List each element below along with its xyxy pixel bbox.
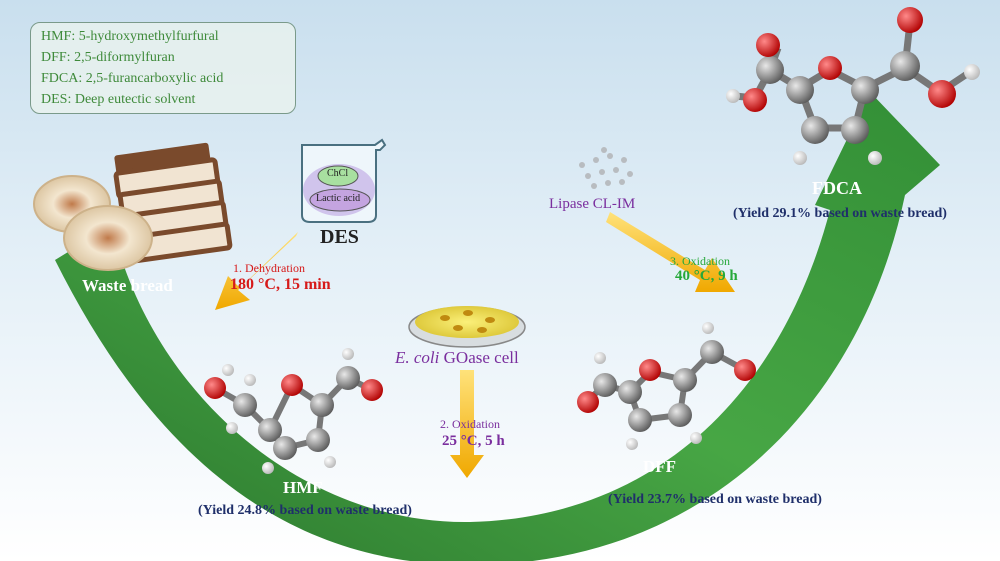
step1-label: 1. Dehydration (233, 261, 305, 275)
catalyst-label: E. coli GOase cell (395, 348, 519, 368)
lipase-label: Lipase CL-IM (549, 196, 636, 212)
hmf-molecule (204, 348, 383, 474)
catalyst-organism: E. coli (395, 348, 440, 367)
hmf-yield: (Yield 24.8% based on waste bread) (198, 503, 412, 518)
dff-label: DFF (643, 457, 677, 476)
step2-arrow (450, 370, 484, 478)
hmf-label: HMF (283, 478, 323, 497)
petri-dish-image (408, 306, 526, 348)
step1-conditions: 180 °C, 15 min (230, 276, 331, 293)
step2-conditions: 25 °C, 5 h (442, 433, 505, 449)
fdca-label: FDCA (812, 178, 862, 198)
step3-conditions: 40 °C, 9 h (675, 268, 738, 284)
dff-yield: (Yield 23.7% based on waste bread) (608, 492, 822, 507)
catalyst-enzyme: GOase cell (439, 348, 519, 367)
legend-item-des: DES: Deep eutectic solvent (41, 92, 196, 107)
step1-arrow (215, 232, 298, 310)
waste-bread-label: Waste bread (82, 276, 173, 295)
waste-bread-image (33, 142, 233, 271)
lipase-powder-image (579, 147, 633, 189)
legend-item-dff: DFF: 2,5-diformylfuran (41, 50, 175, 65)
des-label: DES (320, 226, 359, 248)
legend-item-fdca: FDCA: 2,5-furancarboxylic acid (41, 71, 224, 86)
step3-label: 3. Oxidation (670, 254, 730, 268)
beaker-label-lactic-acid: Lactic acid (316, 193, 361, 204)
step3-arrow (606, 212, 735, 292)
beaker-label-chcl: ChCl (327, 168, 349, 179)
step2-label: 2. Oxidation (440, 417, 500, 431)
fdca-yield: (Yield 29.1% based on waste bread) (733, 206, 947, 221)
legend-item-hmf: HMF: 5-hydroxymethylfurfural (41, 29, 219, 44)
fdca-molecule (726, 7, 980, 165)
abbreviation-legend: HMF: 5-hydroxymethylfurfural DFF: 2,5-di… (30, 22, 296, 114)
dff-molecule (577, 322, 756, 450)
main-process-arrow (55, 92, 940, 561)
des-beaker-image (301, 138, 387, 223)
